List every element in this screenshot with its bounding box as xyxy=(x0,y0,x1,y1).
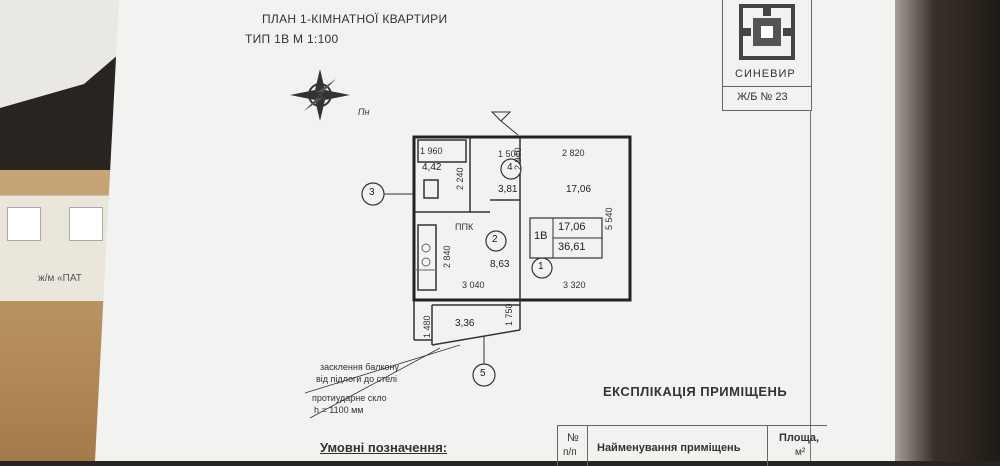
explication-table: № п/п Найменування приміщень Площа, м² xyxy=(557,425,827,466)
col-name-header: Найменування приміщень xyxy=(597,442,741,454)
dimension-balcony-right: 1 750 xyxy=(504,303,514,326)
apartment-type: 1В xyxy=(534,230,548,242)
dimension-kitchen-width: 3 040 xyxy=(462,280,485,290)
col-no-header: № xyxy=(567,432,579,444)
stamp-brand: СИНЕВИР xyxy=(735,68,796,80)
dimension-hall-height: 2 940 xyxy=(513,147,523,170)
dimension-kitchen-height: 2 840 xyxy=(442,245,452,268)
bath-area: 4,42 xyxy=(422,162,442,173)
dimension-room-bottom-width: 3 320 xyxy=(563,280,586,290)
stamp-logo-icon xyxy=(739,4,795,60)
glazing-note-line2: від підлоги до стелі xyxy=(316,374,398,384)
total-area: 36,61 xyxy=(558,241,586,253)
col-area-unit: м² xyxy=(795,447,806,458)
living-area: 17,06 xyxy=(558,221,586,233)
dimension-hall-width: 1 500 xyxy=(498,149,521,159)
door-marker-icon xyxy=(490,111,519,136)
marker-1: 1 xyxy=(538,261,544,272)
ppk-label: ППК xyxy=(455,222,474,232)
marker-5: 5 xyxy=(480,368,486,379)
background-leaflet: ж/м «ПАТ xyxy=(0,195,120,301)
kitchen-area: 8,63 xyxy=(490,259,510,270)
marker-4: 4 xyxy=(507,162,513,173)
marker-2: 2 xyxy=(492,234,498,245)
glass-note-line1: протиударне скло xyxy=(312,393,387,403)
plan-title: ПЛАН 1-КІМНАТНОЇ КВАРТИРИ xyxy=(262,12,448,26)
legend-title: Умовні позначення: xyxy=(320,440,448,455)
north-label: Пн xyxy=(358,107,370,117)
dimension-bath-width: 1 960 xyxy=(420,146,443,156)
qr-code-image xyxy=(69,207,103,241)
dimension-room-width: 2 820 xyxy=(562,148,585,158)
plan-subtitle: ТИП 1В М 1:100 xyxy=(245,32,339,46)
dimension-room-height: 5 540 xyxy=(604,207,614,230)
balcony-area: 3,36 xyxy=(455,318,475,329)
stamp-house-number: Ж/Б № 23 xyxy=(737,91,788,103)
dimension-bath-height: 2 240 xyxy=(455,167,465,190)
explication-title: ЕКСПЛІКАЦІЯ ПРИМІЩЕНЬ xyxy=(603,384,788,399)
glazing-note-line1: засклення балкону xyxy=(320,362,399,372)
qr-code-image xyxy=(7,207,41,241)
compass-icon xyxy=(290,69,350,121)
frame-line xyxy=(810,110,811,461)
marker-3: 3 xyxy=(369,187,375,198)
dimension-balcony-left: 1 480 xyxy=(422,315,432,338)
glass-note-line2: h = 1100 мм xyxy=(314,405,364,415)
room-area: 17,06 xyxy=(566,184,592,195)
stamp-logo-box xyxy=(722,0,812,87)
stamp-house-box: Ж/Б № 23 xyxy=(722,86,812,111)
col-no-subheader: п/п xyxy=(563,447,577,458)
col-area-header: Площа, xyxy=(779,432,820,444)
leaflet-label: ж/м «ПАТ xyxy=(38,273,82,284)
background-right xyxy=(880,0,1000,461)
hall-area: 3,81 xyxy=(498,184,518,195)
